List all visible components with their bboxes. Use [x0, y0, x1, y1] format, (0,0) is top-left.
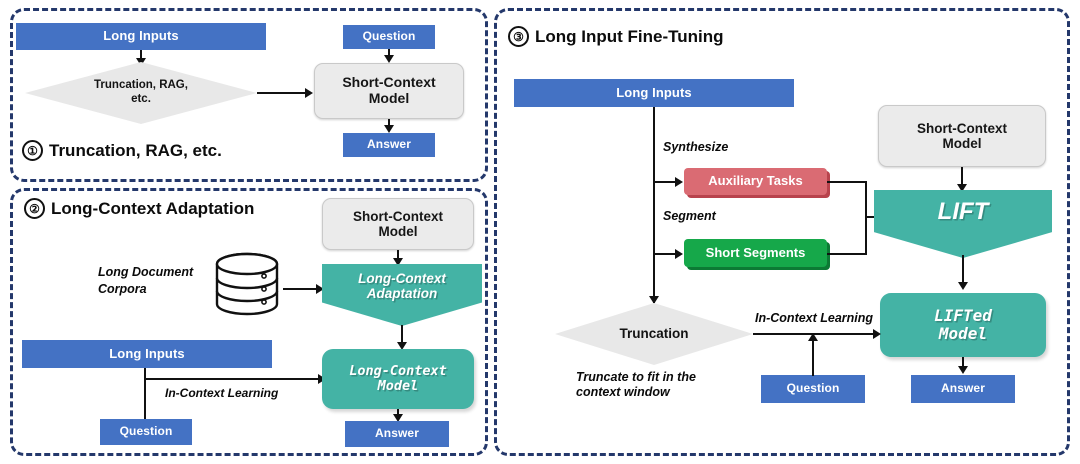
- database-cylinder-icon: [211, 250, 283, 322]
- panel3-question-box: Question: [761, 375, 865, 403]
- panel3-truncation-label: Truncation: [619, 325, 689, 341]
- panel2-long-document-corpora-label: Long Document Corpora: [98, 264, 193, 298]
- panel3-lift-label: LIFT: [937, 198, 989, 225]
- panel2-lcmodel-line1: Long-Context: [349, 362, 447, 379]
- panel3-answer-box: Answer: [911, 375, 1015, 403]
- panel2-arrowhead-scm-adaptation: [393, 258, 403, 266]
- panel2-scm-line1: Short-Context: [353, 208, 443, 224]
- panel2-caption: ② Long-Context Adaptation: [24, 198, 254, 219]
- panel2-lcmodel-line2: Model: [377, 378, 419, 394]
- panel2-scm-line2: Model: [378, 224, 418, 239]
- panel1-arrow-longinputs-to-decision: [140, 50, 142, 60]
- panel3-scm-line1: Short-Context: [917, 120, 1007, 136]
- panel3-truncate-note: Truncate to fit in the context window: [576, 370, 766, 401]
- panel2-arrowhead-adaptation: [316, 284, 324, 294]
- panel2-arrow-db-to-adaptation: [283, 288, 316, 290]
- panel1-arrow-question-to-model: [388, 49, 390, 57]
- panel3-lifted-text: LIFTed Model: [934, 307, 992, 343]
- panel3-merge-into-lift: [865, 216, 879, 218]
- panel1-long-inputs-box: Long Inputs: [16, 23, 266, 50]
- panel2-long-context-model-box: Long-Context Model: [322, 349, 474, 409]
- panel2-corpora-line2: Corpora: [98, 281, 147, 296]
- panel1-number-badge: ①: [22, 140, 43, 161]
- panel2-answer-box: Answer: [345, 421, 449, 447]
- panel2-lcmodel-text: Long-Context Model: [349, 362, 447, 394]
- panel3-lifted-line2: Model: [938, 324, 988, 343]
- panel2-line-longinputs-down: [144, 368, 146, 420]
- panel3-scm-line2: Model: [942, 136, 982, 151]
- panel3-synthesize-label: Synthesize: [663, 140, 729, 154]
- panel3-merge-vertical: [865, 181, 867, 255]
- panel2-long-inputs-box: Long Inputs: [22, 340, 272, 368]
- panel1-model-line1: Short-Context: [342, 74, 436, 91]
- panel2-scm-text: Short-Context Model: [353, 209, 443, 239]
- panel2-adaptation-text: Long-Context Adaptation: [358, 271, 446, 301]
- panel1-arrow-decision-to-model: [257, 92, 305, 94]
- panel3-truncate-note-line1: Truncate to fit in the: [576, 370, 696, 384]
- panel3-trunk-line: [653, 107, 655, 303]
- panel1-decision-text: Truncation, RAG, etc.: [94, 79, 188, 107]
- panel3-lifted-model-box: LIFTed Model: [880, 293, 1046, 357]
- panel2-corpora-line1: Long Document: [98, 265, 194, 279]
- panel3-in-context-learning-label: In-Context Learning: [755, 311, 874, 325]
- panel3-line-to-auxiliary: [653, 181, 677, 183]
- panel2-arrow-scm-to-adaptation: [397, 250, 399, 260]
- panel3-arrowhead-auxiliary: [675, 177, 683, 187]
- panel1-decision-line1: Truncation, RAG,: [94, 79, 188, 92]
- panel3-arrowhead-truncation: [649, 296, 659, 304]
- panel2-short-context-model-box: Short-Context Model: [322, 198, 474, 250]
- panel3-arrow-scm-to-lift: [961, 167, 963, 187]
- panel1-answer-box: Answer: [343, 133, 435, 157]
- panel1-model-line2: Model: [368, 90, 410, 106]
- panel3-arrowhead-segments: [675, 249, 683, 259]
- panel3-caption: ③ Long Input Fine-Tuning: [508, 26, 724, 47]
- panel2-line-to-lcmodel: [144, 378, 320, 380]
- panel3-number-badge: ③: [508, 26, 529, 47]
- panel3-auxiliary-tasks-box: Auxiliary Tasks: [684, 168, 827, 195]
- panel3-merge-line-aux: [827, 181, 867, 183]
- panel3-caption-text: Long Input Fine-Tuning: [535, 26, 724, 46]
- panel1-caption: ① Truncation, RAG, etc.: [22, 140, 222, 161]
- panel2-caption-text: Long-Context Adaptation: [51, 198, 255, 218]
- panel1-arrowhead-question: [384, 55, 394, 63]
- panel3-scm-text: Short-Context Model: [917, 121, 1007, 151]
- panel3-arrowhead-lifted: [958, 282, 968, 290]
- panel3-lifted-line1: LIFTed: [934, 306, 992, 326]
- panel2-arrowhead-lcmodel: [397, 342, 407, 350]
- panel1-arrowhead-answer: [384, 125, 394, 133]
- panel1-short-context-model-box: Short-Context Model: [314, 63, 464, 119]
- panel3-arrow-lift-to-lifted: [962, 255, 964, 285]
- panel1-decision-line2: etc.: [131, 93, 151, 105]
- panel1-arrowhead-model: [305, 88, 313, 98]
- panel3-arrow-question-up: [812, 340, 814, 376]
- panel3-line-to-segments: [653, 253, 677, 255]
- panel3-long-inputs-box: Long Inputs: [514, 79, 794, 107]
- panel2-question-box: Question: [100, 419, 192, 445]
- panel3-merge-line-seg: [827, 253, 867, 255]
- panel3-arrow-lifted-to-answer: [962, 357, 964, 369]
- panel3-short-context-model-box: Short-Context Model: [878, 105, 1046, 167]
- panel1-question-box: Question: [343, 25, 435, 49]
- panel3-arrowhead-scm-lift: [957, 184, 967, 192]
- panel3-short-segments-box: Short Segments: [684, 239, 827, 267]
- panel1-model-text: Short-Context Model: [342, 75, 435, 106]
- panel1-caption-text: Truncation, RAG, etc.: [49, 140, 222, 160]
- panel3-truncate-note-line2: context window: [576, 385, 670, 400]
- panel2-arrow-adaptation-to-lcmodel: [401, 325, 403, 345]
- panel2-in-context-learning-label: In-Context Learning: [165, 386, 279, 400]
- panel1-arrow-model-to-answer: [388, 119, 390, 127]
- panel2-arrowhead-answer: [393, 414, 403, 422]
- panel2-adaptation-line2: Adaptation: [366, 286, 438, 302]
- panel2-arrow-lcmodel-to-answer: [397, 409, 399, 417]
- panel3-arrowhead-answer: [958, 366, 968, 374]
- panel3-segment-label: Segment: [663, 209, 716, 223]
- panel2-adaptation-line1: Long-Context: [358, 271, 446, 286]
- panel2-number-badge: ②: [24, 198, 45, 219]
- panel3-arrowhead-question-up: [808, 333, 818, 341]
- panel3-arrowhead-lifted-icl: [873, 329, 881, 339]
